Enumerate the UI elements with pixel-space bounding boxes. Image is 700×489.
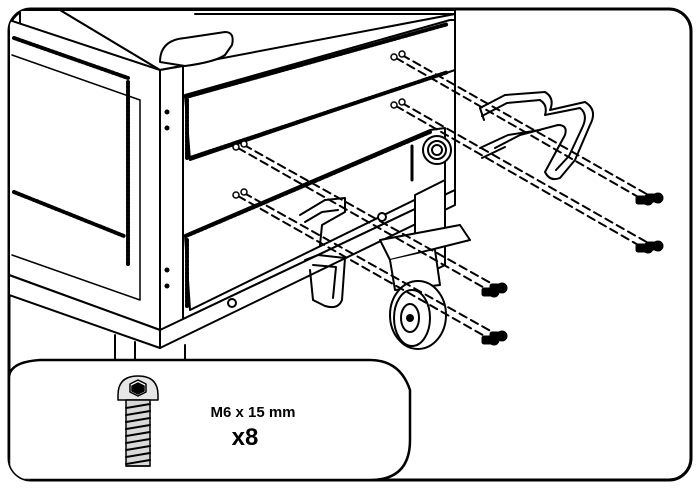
screw [645, 240, 664, 252]
screw [489, 282, 508, 294]
handle-bracket [299, 91, 595, 309]
screw-quantity-label: x8 [231, 424, 259, 451]
screw-holes [232, 50, 406, 199]
screw-guide-lines [237, 54, 651, 339]
button-head-hex-socket-screw-icon [117, 375, 159, 467]
caster-wheel [379, 224, 471, 350]
screw-set [481, 192, 664, 346]
parts-callout [9, 358, 412, 480]
grill-cabinet [9, 9, 456, 381]
screw [489, 330, 508, 342]
screw [645, 192, 664, 204]
screw-spec-label: M6 x 15 mm [210, 404, 296, 421]
